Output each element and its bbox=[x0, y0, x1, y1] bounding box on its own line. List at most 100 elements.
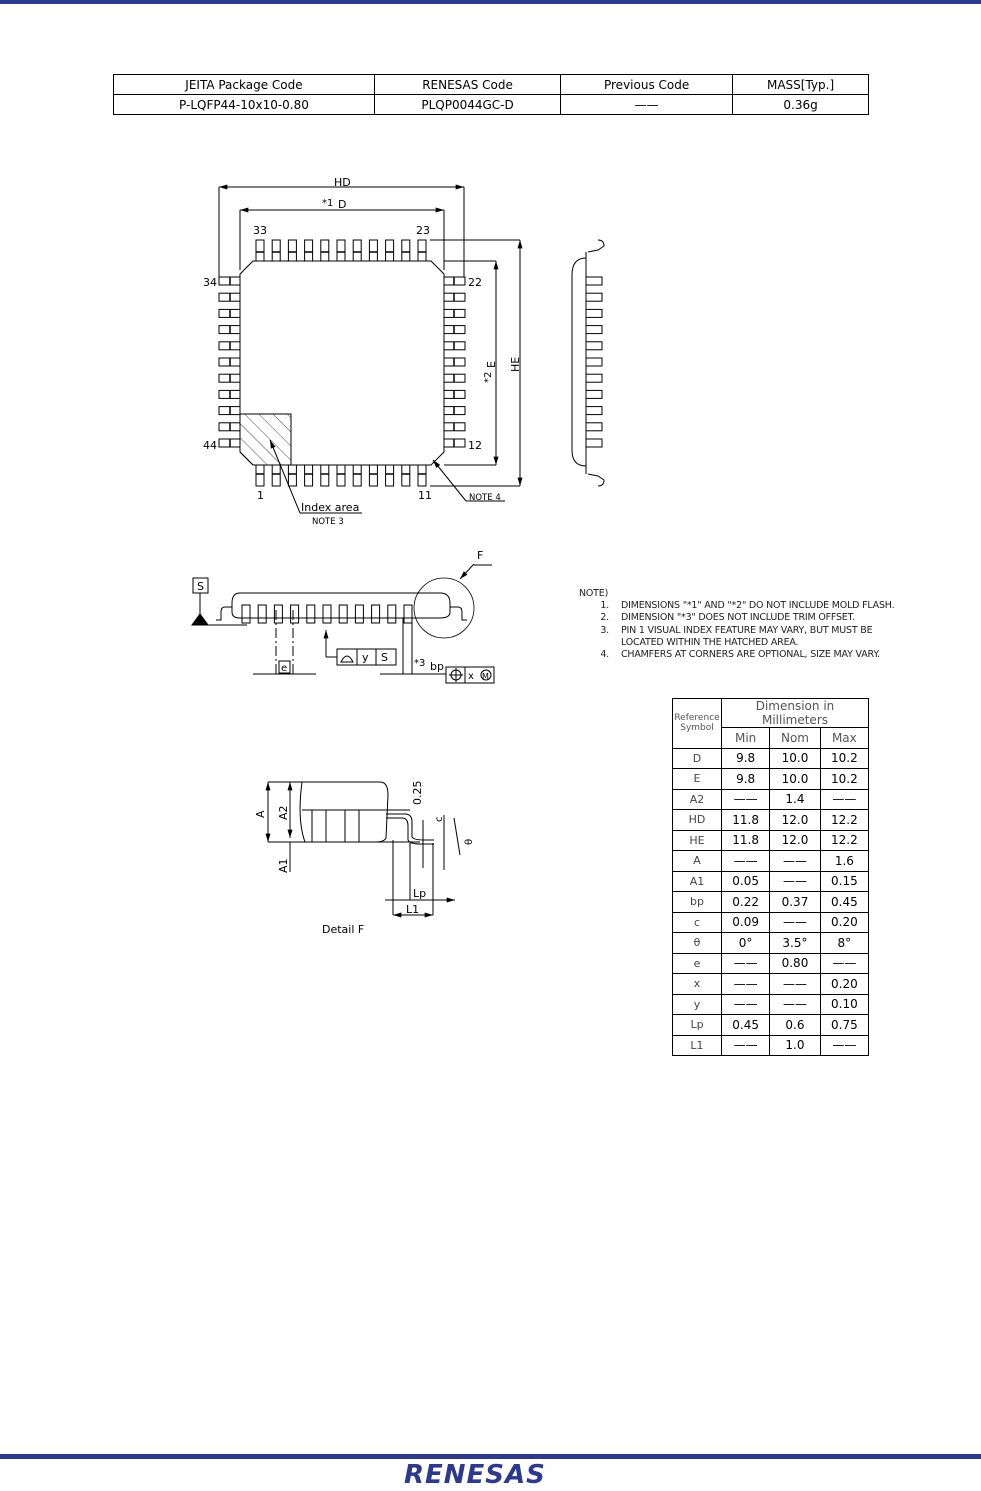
pin bbox=[385, 464, 395, 487]
pin bbox=[306, 604, 316, 624]
pin bbox=[585, 406, 603, 416]
bottom-rule bbox=[0, 1454, 981, 1459]
note-item: 4.CHAMFERS AT CORNERS ARE OPTIONAL, SIZE… bbox=[600, 649, 880, 661]
pin bbox=[338, 604, 348, 624]
pin bbox=[385, 239, 395, 262]
value-cell: 12.2 bbox=[819, 809, 870, 831]
pin bbox=[257, 604, 267, 624]
col-max: Max bbox=[819, 727, 870, 749]
value-cell: —— bbox=[769, 973, 821, 995]
top-rule bbox=[0, 0, 981, 4]
value-cell: 12.2 bbox=[819, 829, 870, 851]
pin-11-label: 11 bbox=[418, 489, 432, 502]
value-cell: 0.10 bbox=[819, 993, 870, 1015]
value-cell: 1.4 bbox=[769, 788, 821, 810]
symbol-cell: L1 bbox=[672, 1034, 722, 1056]
symbol-cell: θ bbox=[672, 932, 722, 954]
pin bbox=[336, 239, 346, 262]
header-previous: Previous Code bbox=[560, 74, 734, 95]
value-cell: 12.0 bbox=[769, 829, 821, 851]
value-cell: 0.45 bbox=[819, 891, 870, 913]
pins-bottom bbox=[255, 464, 427, 487]
pin-12-label: 12 bbox=[468, 439, 482, 452]
pin-44-label: 44 bbox=[203, 439, 217, 452]
pin bbox=[241, 604, 251, 624]
symbol-cell: D bbox=[672, 747, 722, 769]
hd-label: HD bbox=[334, 176, 351, 189]
e-label: e bbox=[281, 663, 287, 674]
index-leader bbox=[269, 439, 301, 514]
value-cell: —— bbox=[769, 850, 821, 872]
position-frame bbox=[445, 666, 495, 684]
pin bbox=[352, 464, 362, 487]
pin bbox=[368, 464, 378, 487]
pin bbox=[417, 464, 427, 487]
header-renesas: RENESAS Code bbox=[373, 74, 562, 95]
value-cell: 3.5° bbox=[769, 932, 821, 954]
note-item: 3.PIN 1 VISUAL INDEX FEATURE MAY VARY, B… bbox=[600, 624, 873, 636]
symbol-cell: HD bbox=[672, 809, 722, 831]
value-cell: 0.20 bbox=[819, 973, 870, 995]
pin bbox=[417, 239, 427, 262]
detail-f-label: F bbox=[477, 549, 483, 562]
value-cell: —— bbox=[720, 1034, 771, 1056]
pin-34-label: 34 bbox=[203, 276, 217, 289]
detail-f-title: Detail F bbox=[322, 923, 364, 936]
bp-label: bp bbox=[430, 660, 444, 673]
symbol-cell: c bbox=[672, 911, 722, 933]
table-row: e——0.80—— bbox=[672, 952, 870, 974]
pin bbox=[371, 604, 381, 624]
pin bbox=[336, 464, 346, 487]
pin bbox=[273, 604, 283, 624]
table-row: L1——1.0—— bbox=[672, 1034, 870, 1056]
pin bbox=[585, 276, 603, 286]
datum-triangle bbox=[191, 613, 209, 626]
pin bbox=[585, 308, 603, 318]
value-cell: 10.2 bbox=[819, 747, 870, 769]
datum-s-label: S bbox=[197, 580, 204, 593]
value-cell: —— bbox=[720, 993, 771, 1015]
value-cell: —— bbox=[720, 788, 771, 810]
a1-label: A1 bbox=[277, 858, 290, 873]
table-row: x————0.20 bbox=[672, 973, 870, 995]
value-cell: 8° bbox=[819, 932, 870, 954]
dimension-table: Reference Symbol Dimension in Millimeter… bbox=[672, 698, 870, 1056]
notes-title: NOTE) bbox=[579, 588, 609, 599]
value-cell: 10.2 bbox=[819, 768, 870, 790]
index-area-hatch bbox=[239, 413, 292, 466]
value-cell: 0.6 bbox=[769, 1014, 821, 1036]
value-cell: —— bbox=[720, 952, 771, 974]
pin bbox=[585, 292, 603, 302]
value-cell: —— bbox=[819, 1034, 870, 1056]
value-cell: —— bbox=[720, 973, 771, 995]
value-renesas: PLQP0044GC-D bbox=[373, 94, 562, 115]
value-cell: 11.8 bbox=[720, 809, 771, 831]
value-cell: 0.15 bbox=[819, 870, 870, 892]
header-mass: MASS[Typ.] bbox=[732, 74, 869, 95]
l1-label: L1 bbox=[406, 903, 419, 916]
value-cell: 0.20 bbox=[819, 911, 870, 933]
pin bbox=[320, 239, 330, 262]
bp-mark: *3 bbox=[414, 658, 425, 669]
detail-f: A A2 A1 0.25 c θ Lp L1 Detail F bbox=[254, 781, 475, 937]
value-cell: 0.45 bbox=[720, 1014, 771, 1036]
note-item: 2.DIMENSION "*3" DOES NOT INCLUDE TRIM O… bbox=[600, 612, 855, 624]
symbol-cell: E bbox=[672, 768, 722, 790]
symbol-cell: bp bbox=[672, 891, 722, 913]
pin bbox=[403, 604, 413, 624]
value-cell: 0.22 bbox=[720, 891, 771, 913]
value-jeita: P-LQFP44-10x10-0.80 bbox=[113, 94, 375, 115]
pin bbox=[585, 422, 603, 432]
symbol-cell: A bbox=[672, 850, 722, 872]
table-row: A————1.6 bbox=[672, 850, 870, 872]
note4-leader bbox=[432, 459, 467, 502]
y-label: y bbox=[362, 651, 369, 664]
value-cell: 10.0 bbox=[769, 768, 821, 790]
